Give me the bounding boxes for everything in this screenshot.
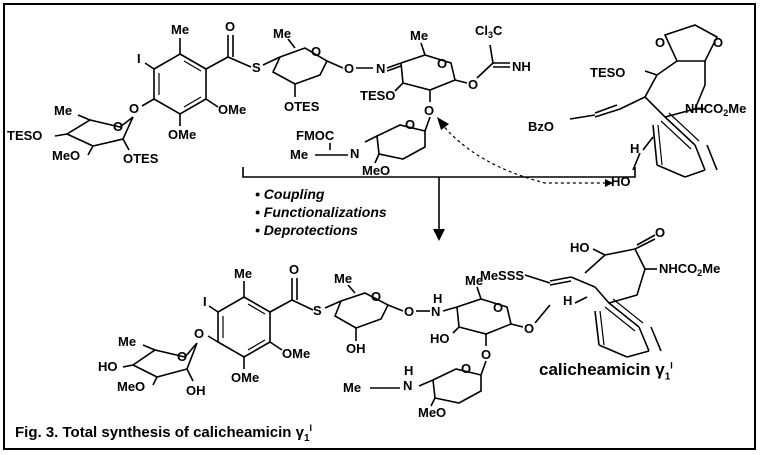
bottom-aromatic-ring — [217, 296, 271, 358]
top-n-fmoc: N — [350, 146, 359, 161]
top-nhco2me-label: NHCO2Me — [685, 101, 746, 118]
figure-caption: Fig. 3. Total synthesis of calicheamicin… — [15, 423, 313, 444]
top-s-label: S — [252, 60, 261, 75]
bottom-messs-label: MeSSS — [480, 268, 524, 283]
top-fmoc-label: FMOC — [296, 128, 335, 143]
top-me1-label: Me — [171, 22, 189, 37]
reaction-scheme-svg: Me I O S OMe OMe O O Me TESO MeO OTES O … — [7, 19, 746, 420]
top-carbonyl-o: O — [225, 19, 235, 34]
bottom-n-label: N — [431, 304, 440, 319]
top-i-bond — [144, 62, 155, 70]
bottom-ome2-label: OMe — [231, 370, 259, 385]
top-left-sugar: O Me TESO MeO OTES — [7, 103, 159, 166]
bottom-nhco2me-label: NHCO2Me — [659, 261, 720, 278]
top-enediyne-core: O O TESO NHCO2Me BzO H HO — [528, 24, 746, 189]
top-bzo-label: BzO — [528, 119, 554, 134]
top-me4-label: Me — [54, 103, 72, 118]
top-ome2-label: OMe — [168, 127, 196, 142]
reaction-arrow-head — [433, 229, 445, 241]
bottom-ome1-label: OMe — [282, 346, 310, 361]
bottom-o-ring4: O — [461, 361, 471, 376]
bottom-me2-label: Me — [334, 271, 352, 286]
bottom-carbonyl-o: O — [289, 262, 299, 277]
top-o-ketal1: O — [655, 35, 665, 50]
top-teso2-label: TESO — [7, 128, 42, 143]
top-aromatic-ring — [153, 53, 207, 115]
top-me2-label: Me — [273, 26, 291, 41]
bottom-o-aglycon: O — [524, 321, 534, 336]
top-meo1-label: MeO — [52, 148, 80, 163]
bottom-oh1-label: OH — [346, 341, 366, 356]
bottom-ho-ring-label: HO — [430, 331, 450, 346]
top-me3-label: Me — [410, 28, 428, 43]
step-deprotections: • Deprotections — [255, 222, 358, 238]
bottom-o-link2: O — [194, 326, 204, 341]
top-ome1-label: OMe — [218, 102, 246, 117]
figure-panel: Me I O S OMe OMe O O Me TESO MeO OTES O … — [3, 3, 756, 450]
bottom-thiosugar: O Me OH O N H — [324, 271, 442, 356]
top-o-ring1: O — [113, 119, 123, 134]
bottom-meo1-label: MeO — [117, 379, 145, 394]
top-i-label: I — [137, 51, 141, 66]
top-h-label: H — [630, 141, 639, 156]
bottom-oh2-label: OH — [186, 383, 206, 398]
bottom-left-sugar: O Me HO MeO OH — [98, 334, 206, 398]
bottom-h-n-label: H — [433, 291, 442, 306]
top-oxime-sugar: O Me TESO O O Cl3C NH — [360, 23, 531, 118]
top-dashed-arrow — [437, 117, 613, 187]
top-o-link2: O — [129, 101, 139, 116]
reaction-steps: • Coupling • Functionalizations • Deprot… — [255, 185, 387, 239]
bottom-me4-label: Me — [118, 334, 136, 349]
top-acyl-bond — [205, 56, 229, 70]
bottom-amino-sugar-2: O N H Me MeO — [343, 360, 487, 420]
product-name: calicheamicin γ1I — [539, 360, 673, 383]
bottom-ho2-label: HO — [98, 359, 118, 374]
bottom-h-label: H — [563, 293, 572, 308]
bottom-o-glyc: O — [481, 347, 491, 362]
top-o-ring2: O — [311, 44, 321, 59]
bottom-h-amine: H — [404, 363, 413, 378]
bottom-me1-label: Me — [234, 266, 252, 281]
top-n-oxime: N — [376, 61, 385, 76]
top-cl3c-label: Cl3C — [475, 23, 503, 40]
top-thiosugar: O Me OTES O N — [262, 26, 385, 114]
top-o-imidate: O — [468, 77, 478, 92]
top-o-ketal2: O — [713, 35, 723, 50]
top-o-glyc: O — [424, 103, 434, 118]
top-o-ring4: O — [405, 117, 415, 132]
step-coupling: • Coupling — [255, 186, 325, 202]
bottom-amino-sugar-1: O Me HO O O — [430, 273, 551, 362]
top-otes1-label: OTES — [284, 99, 320, 114]
top-teso3-label: TESO — [590, 65, 625, 80]
step-functionalizations: • Functionalizations — [255, 204, 387, 220]
bottom-meo2-label: MeO — [418, 405, 446, 420]
bottom-i-label: I — [203, 294, 207, 309]
bottom-me5-label: Me — [343, 380, 361, 395]
top-teso1-label: TESO — [360, 88, 395, 103]
top-nh-label: NH — [512, 59, 531, 74]
bottom-ho3-label: HO — [570, 240, 590, 255]
bottom-ketone-o: O — [655, 225, 665, 240]
bottom-o-ring2: O — [371, 289, 381, 304]
bottom-s-label: S — [313, 303, 322, 318]
bottom-n-amine: N — [403, 378, 412, 393]
reaction-bracket — [242, 167, 636, 241]
top-me5-label: Me — [290, 147, 308, 162]
bottom-me3-label: Me — [465, 273, 483, 288]
bottom-o-ring1: O — [177, 349, 187, 364]
top-amino-sugar: O FMOC N Me MeO — [290, 116, 431, 178]
top-o-link1: O — [344, 61, 354, 76]
top-meo2-label: MeO — [362, 163, 390, 178]
top-o-ring3: O — [437, 56, 447, 71]
bottom-enediyne-core: O HO NHCO2Me MeSSS H — [480, 225, 720, 358]
bottom-o-link1: O — [404, 304, 414, 319]
bottom-o-ring3: O — [493, 300, 503, 315]
top-otes2-label: OTES — [123, 151, 159, 166]
